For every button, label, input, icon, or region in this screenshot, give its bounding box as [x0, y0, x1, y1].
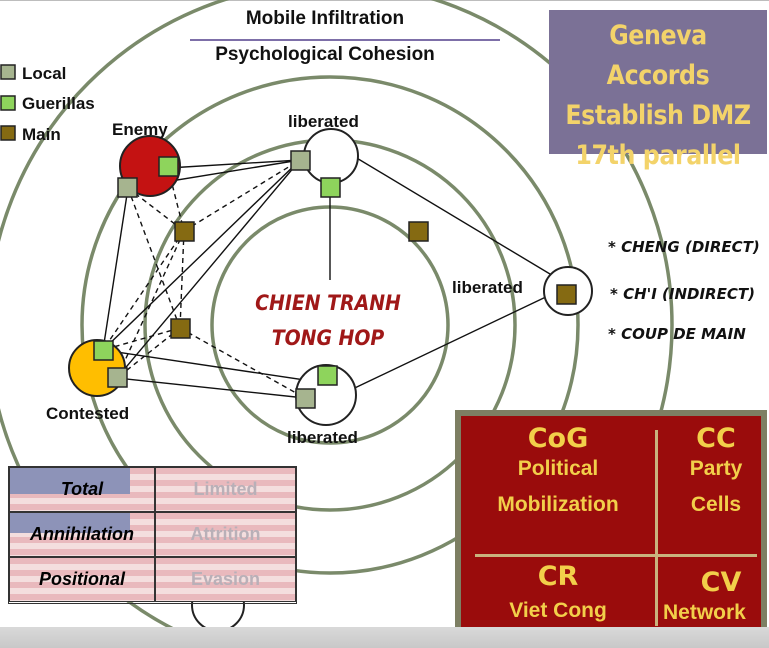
geneva-line-3: 17th parallel	[575, 140, 741, 171]
unit-square	[290, 150, 311, 171]
enemy-label: Enemy	[112, 120, 168, 139]
cr-abbr: CR	[537, 561, 579, 592]
cog-line-2: Mobilization	[497, 493, 619, 516]
flag-union	[10, 468, 130, 494]
cc-line-2: Cells	[690, 493, 742, 516]
contested-label: Contested	[46, 404, 130, 423]
unit-squares	[0, 64, 577, 409]
unit-square	[107, 367, 128, 388]
top-border	[0, 0, 769, 1]
tactic-2: * Ch'i (Indirect)	[610, 285, 755, 303]
ring-3	[80, 75, 580, 575]
cog-line-1: Political	[517, 457, 599, 480]
legend-square-main	[0, 125, 16, 141]
cc-quadrant: CC Party Cells	[661, 424, 769, 520]
tactic-3: * Coup de Main	[608, 325, 746, 343]
war-cell-left: Annihilation	[9, 512, 155, 557]
cog-divider-vertical	[655, 430, 658, 626]
unit-square	[317, 365, 338, 386]
geneva-line-1: Geneva Accords	[606, 20, 710, 91]
legend-label-local: Local	[22, 64, 67, 83]
war-table-row: Annihilation Attrition	[9, 512, 296, 557]
war-table-row: Positional Evasion	[9, 557, 296, 602]
unit-square	[170, 318, 191, 339]
war-cell-left: Total	[9, 467, 155, 512]
cc-line-1: Party	[689, 457, 743, 480]
title-line-2: Psychological Cohesion	[215, 44, 435, 65]
center-text-line-2: TONG HOP	[271, 326, 385, 350]
center-text-line-1: CHIEN TRANH	[255, 291, 401, 315]
unit-square	[93, 340, 114, 361]
war-cell-annihilation: Annihilation	[30, 524, 134, 544]
war-table-row: Total Limited	[9, 467, 296, 512]
cog-quadrant: CoG Political Mobilization	[465, 424, 651, 520]
cc-abbr: CC	[696, 423, 736, 454]
unit-square	[320, 177, 341, 198]
war-cell-total: Total	[60, 479, 104, 499]
cog-divider-horizontal	[475, 554, 757, 557]
cv-quadrant: CV Network	[661, 568, 769, 628]
bottom-bar	[0, 627, 769, 648]
title-line-1: Mobile Infiltration	[245, 8, 405, 29]
cr-line-1: Viet Cong	[509, 599, 607, 622]
war-cell-evasion: Evasion	[155, 557, 296, 602]
geneva-line-2: Establish DMZ	[565, 100, 751, 131]
unit-square	[295, 388, 316, 409]
legend-square-local	[0, 64, 16, 80]
ring-outer	[0, 0, 674, 648]
legend-label-main: Main	[22, 125, 61, 144]
tactic-1: * Cheng (Direct)	[608, 238, 760, 256]
cr-quadrant: CR Viet Cong	[465, 562, 651, 626]
legend-label-guerillas: Guerillas	[22, 94, 95, 113]
unit-square	[117, 177, 138, 198]
war-cell-limited: Limited	[155, 467, 296, 512]
solid-links	[102, 147, 561, 399]
legend-square-guerillas	[0, 95, 16, 111]
cog-abbr: CoG	[527, 423, 589, 454]
unit-square	[174, 221, 195, 242]
geneva-accords-box: Geneva Accords Establish DMZ 17th parall…	[549, 10, 767, 171]
war-cell-attrition: Attrition	[155, 512, 296, 557]
unit-square	[556, 284, 577, 305]
liberated-top-node	[303, 128, 359, 184]
unit-square	[158, 156, 179, 177]
liberated-top-label: liberated	[288, 112, 359, 131]
liberated-right-label: liberated	[452, 278, 523, 297]
unit-square	[408, 221, 429, 242]
cv-line-1: Network	[663, 601, 746, 624]
flag-union	[10, 513, 130, 533]
cv-abbr: CV	[700, 567, 742, 598]
liberated-bottom-label: liberated	[287, 428, 358, 447]
war-cell-positional: Positional	[9, 557, 155, 602]
center-of-gravity-box: CoG Political Mobilization CC Party Cell…	[455, 410, 767, 636]
war-type-table: Total Limited Annihilation Attrition Pos…	[8, 466, 297, 604]
